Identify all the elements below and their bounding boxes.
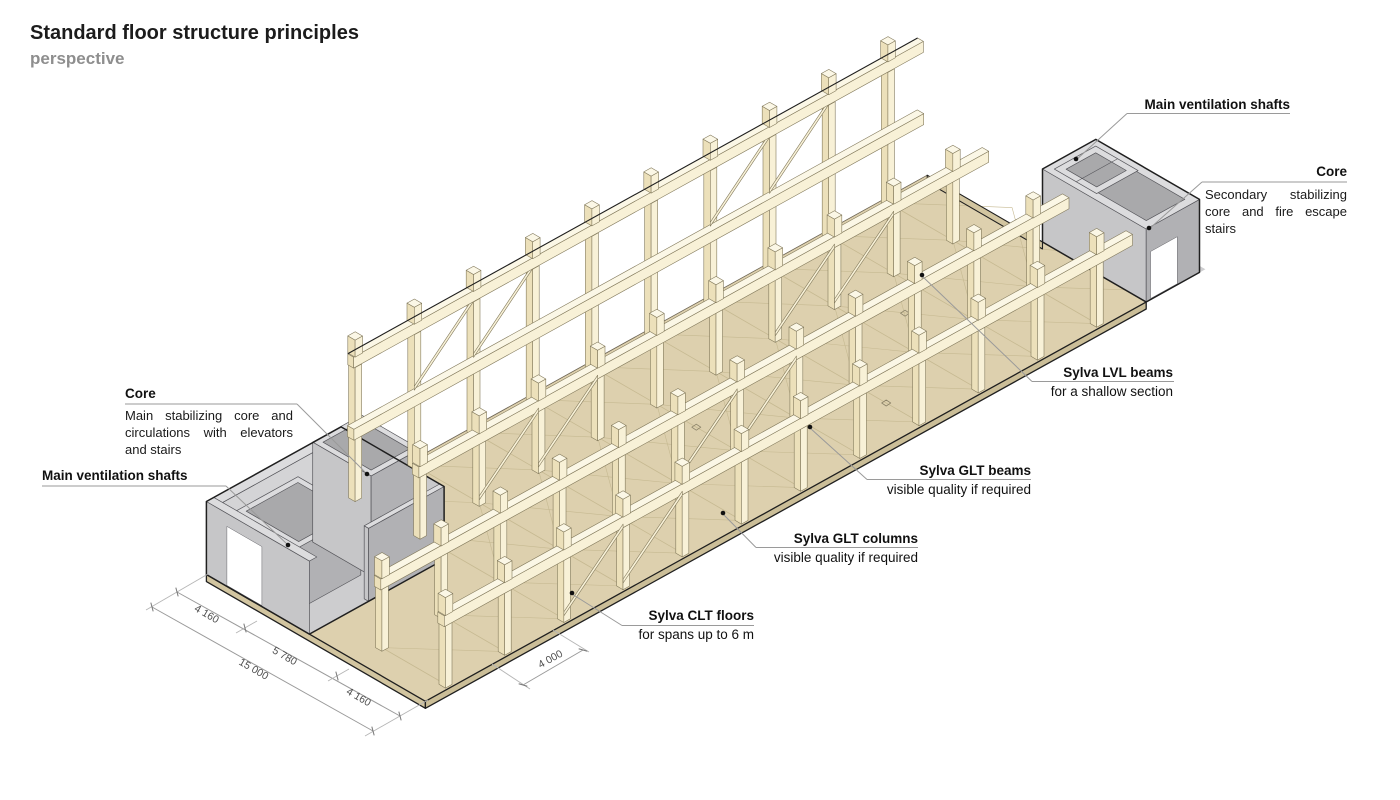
dimension-text: 15 000 [237, 656, 271, 683]
label-lvl-beams-title: Sylva LVL beams [1063, 365, 1173, 380]
page-subtitle: perspective [30, 49, 125, 68]
label-lvl-beams-subtitle: for a shallow section [1050, 384, 1173, 399]
facade-column-row [347, 36, 925, 502]
glt-column-row [437, 228, 1133, 689]
label-glt-columns-subtitle: visible quality if required [773, 550, 918, 565]
anchor-dot [720, 510, 726, 516]
label-glt-beams-subtitle: visible quality if required [886, 482, 1031, 497]
dimension-text: 4 000 [536, 648, 565, 671]
anchor-dot [1073, 156, 1079, 162]
label-glt-beams-title: Sylva GLT beams [919, 463, 1031, 478]
label-vent-right-title: Main ventilation shafts [1144, 97, 1290, 112]
anchor-dot [1146, 225, 1152, 231]
secondary-core [1041, 138, 1206, 303]
label-core-left-title: Core [125, 386, 156, 401]
label-clt-floors-subtitle: for spans up to 6 m [638, 627, 754, 642]
label-core-right-description: Secondary stabilizing core and fire esca… [1205, 187, 1347, 236]
anchor-dot [285, 542, 291, 548]
anchor-dot [364, 471, 370, 477]
dimension-text: 5 780 [270, 645, 299, 669]
glt-column-row [412, 144, 990, 540]
anchor-dot [569, 590, 575, 596]
label-leaders [42, 113, 1347, 626]
label-core-right-title: Core [1316, 164, 1347, 179]
label-vent-left-title: Main ventilation shafts [42, 468, 188, 483]
label-clt-floors-title: Sylva CLT floors [648, 608, 754, 623]
page-title: Standard floor structure principles [30, 22, 359, 44]
anchor-dot [807, 424, 813, 430]
glt-column-row [373, 191, 1070, 652]
dimension-text: 4 160 [344, 686, 373, 710]
dimension-text: 4 160 [192, 603, 221, 627]
label-glt-columns-title: Sylva GLT columns [793, 531, 918, 546]
label-core-left-description: Main stabilizing core and circulations w… [125, 408, 293, 457]
anchor-dot [919, 272, 925, 278]
